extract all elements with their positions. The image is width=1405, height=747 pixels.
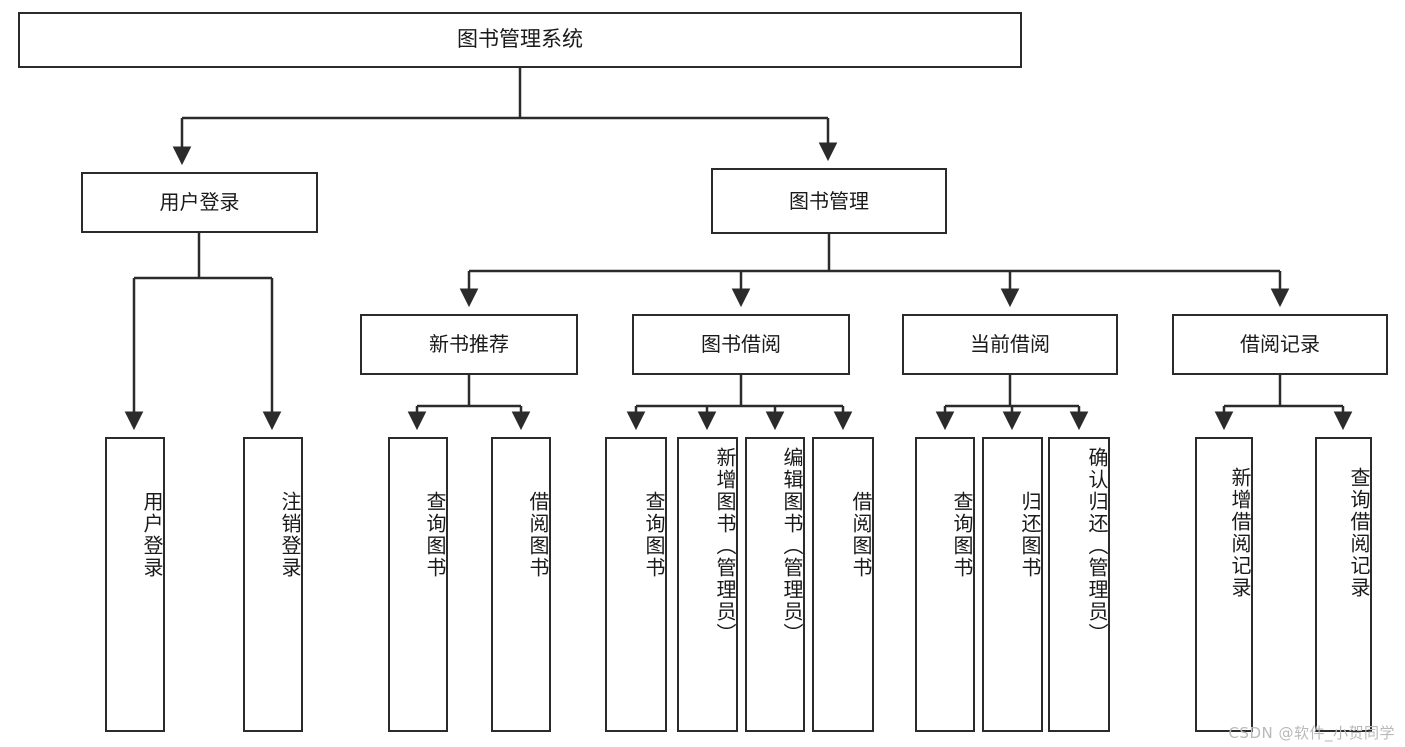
leaf-book-borrow-borrow-book[interactable]: 借阅图书: [812, 437, 874, 732]
leaf-book-borrow-query-book[interactable]: 查询图书: [605, 437, 667, 732]
node-book-borrow[interactable]: 图书借阅: [632, 314, 850, 375]
node-label: 图书管理: [789, 188, 869, 213]
node-book-management[interactable]: 图书管理: [711, 168, 947, 234]
node-label: 注销登录: [278, 491, 302, 579]
leaf-borrow-record-add-record[interactable]: 新增借阅记录: [1195, 437, 1253, 732]
node-label: 查询图书: [423, 491, 447, 579]
leaf-book-borrow-edit-book-admin[interactable]: 编辑图书（管理员）: [745, 437, 805, 732]
node-label: 借阅记录: [1240, 332, 1320, 357]
node-label: 用户登录: [159, 190, 240, 215]
node-label: 用户登录: [140, 491, 164, 579]
node-label: 查询借阅记录: [1347, 467, 1371, 599]
leaf-borrow-record-query-record[interactable]: 查询借阅记录: [1315, 437, 1372, 732]
node-borrow-record[interactable]: 借阅记录: [1172, 314, 1388, 375]
node-label: 新增图书（管理员）: [713, 447, 737, 645]
leaf-user-login-login[interactable]: 用户登录: [105, 437, 165, 732]
node-root-book-management-system[interactable]: 图书管理系统: [18, 12, 1022, 68]
leaf-book-borrow-add-book-admin[interactable]: 新增图书（管理员）: [677, 437, 738, 732]
leaf-current-borrow-confirm-return-admin[interactable]: 确认归还（管理员）: [1048, 437, 1110, 732]
leaf-current-borrow-query-book[interactable]: 查询图书: [915, 437, 975, 732]
leaf-new-book-borrow-book[interactable]: 借阅图书: [491, 437, 551, 732]
node-label: 借阅图书: [849, 491, 873, 579]
node-label: 图书管理系统: [457, 27, 583, 52]
csdn-watermark: CSDN @软件_小贺同学: [1228, 724, 1395, 742]
node-label: 新书推荐: [429, 332, 509, 357]
node-label: 查询图书: [950, 491, 974, 579]
node-current-borrow[interactable]: 当前借阅: [902, 314, 1118, 375]
node-label: 归还图书: [1018, 491, 1042, 579]
node-label: 当前借阅: [970, 332, 1050, 357]
leaf-user-login-logout[interactable]: 注销登录: [243, 437, 303, 732]
node-label: 查询图书: [642, 491, 666, 579]
node-label: 新增借阅记录: [1228, 467, 1252, 599]
node-user-login[interactable]: 用户登录: [81, 172, 318, 233]
leaf-new-book-query-book[interactable]: 查询图书: [388, 437, 448, 732]
node-label: 借阅图书: [526, 491, 550, 579]
node-label: 编辑图书（管理员）: [780, 447, 804, 645]
node-new-book-recommend[interactable]: 新书推荐: [360, 314, 578, 375]
leaf-current-borrow-return-book[interactable]: 归还图书: [982, 437, 1043, 732]
node-label: 图书借阅: [701, 332, 781, 357]
node-label: 确认归还（管理员）: [1085, 447, 1109, 645]
